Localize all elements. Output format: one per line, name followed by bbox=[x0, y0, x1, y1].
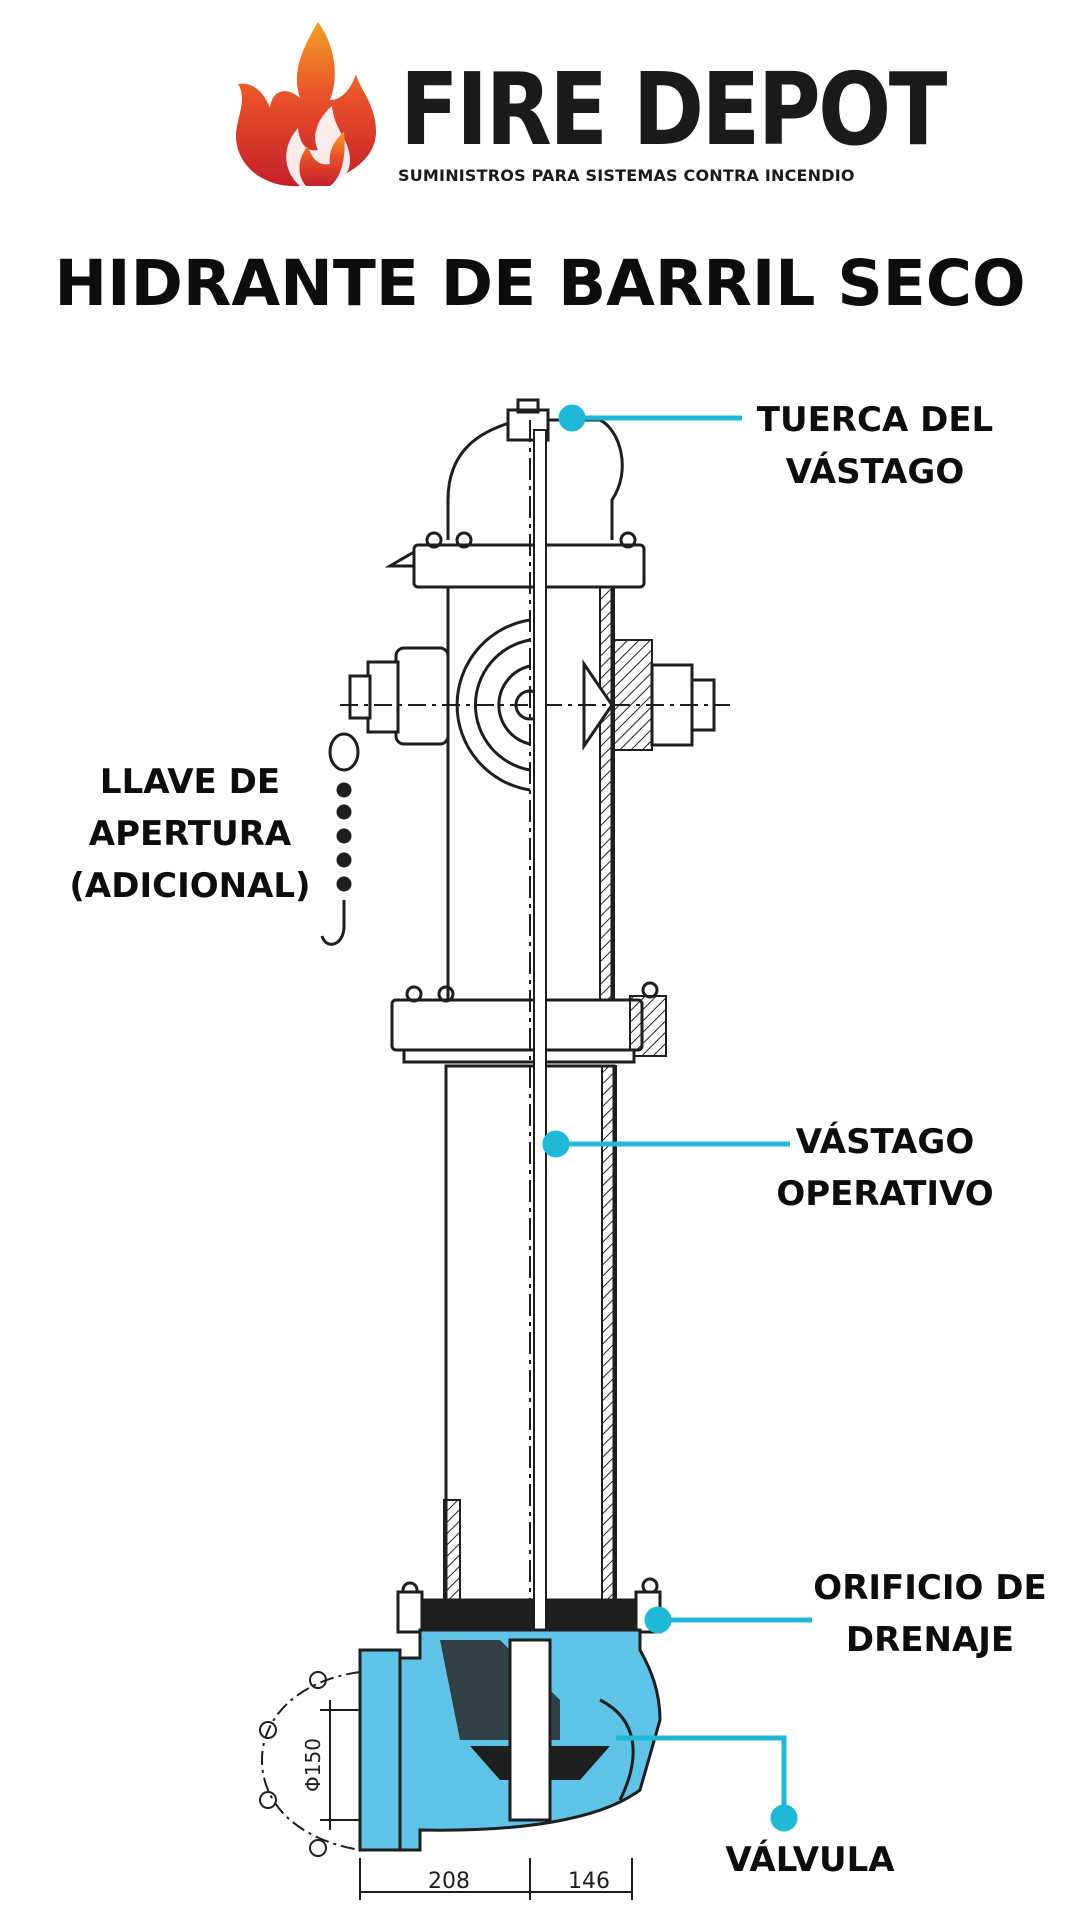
callout-operating-stem-line2: OPERATIVO bbox=[776, 1174, 994, 1214]
callout-operating-stem: VÁSTAGO OPERATIVO bbox=[760, 1116, 1010, 1220]
callout-valve-line1: VÁLVULA bbox=[725, 1840, 895, 1880]
opening-key-icon bbox=[320, 732, 360, 946]
callout-drain-hole: ORIFICIO DE DRENAJE bbox=[800, 1562, 1060, 1666]
callout-valve: VÁLVULA bbox=[700, 1834, 920, 1886]
callout-drain-hole-line1: ORIFICIO DE bbox=[813, 1568, 1047, 1608]
callout-operating-stem-line1: VÁSTAGO bbox=[795, 1122, 975, 1162]
callout-leaders bbox=[542, 404, 812, 1832]
callout-stem-nut: TUERCA DEL VÁSTAGO bbox=[740, 394, 1010, 498]
page-title: HIDRANTE DE BARRIL SECO bbox=[54, 247, 1026, 320]
flame-icon bbox=[236, 22, 376, 188]
valve-marker bbox=[770, 1804, 798, 1832]
hydrant-body bbox=[340, 398, 730, 1790]
callout-stem-nut-line2: VÁSTAGO bbox=[785, 452, 965, 492]
brand-tagline: SUMINISTROS PARA SISTEMAS CONTRA INCENDI… bbox=[398, 166, 855, 185]
callout-opening-key-line3: (ADICIONAL) bbox=[69, 866, 311, 906]
callout-opening-key-line2: APERTURA bbox=[88, 814, 292, 854]
valve-body bbox=[358, 1628, 662, 1900]
brand-name: FIRE DEPOT bbox=[400, 51, 947, 168]
drain-hole-marker bbox=[644, 1606, 672, 1634]
diameter-dimension: Φ150 bbox=[301, 1738, 325, 1792]
brand-logo: FIRE DEPOT SUMINISTROS PARA SISTEMAS CON… bbox=[0, 0, 1080, 200]
left-width-dimension: 208 bbox=[428, 1869, 470, 1894]
flange-bolt-circle bbox=[259, 1671, 361, 1857]
callout-opening-key: LLAVE DE APERTURA (ADICIONAL) bbox=[50, 756, 330, 912]
callout-stem-nut-line1: TUERCA DEL bbox=[756, 400, 994, 440]
callout-opening-key-line1: LLAVE DE bbox=[99, 762, 281, 802]
callout-drain-hole-line2: DRENAJE bbox=[845, 1620, 1015, 1660]
stem-nut-marker bbox=[558, 404, 586, 432]
operating-stem-marker bbox=[542, 1130, 570, 1158]
right-width-dimension: 146 bbox=[568, 1869, 610, 1894]
